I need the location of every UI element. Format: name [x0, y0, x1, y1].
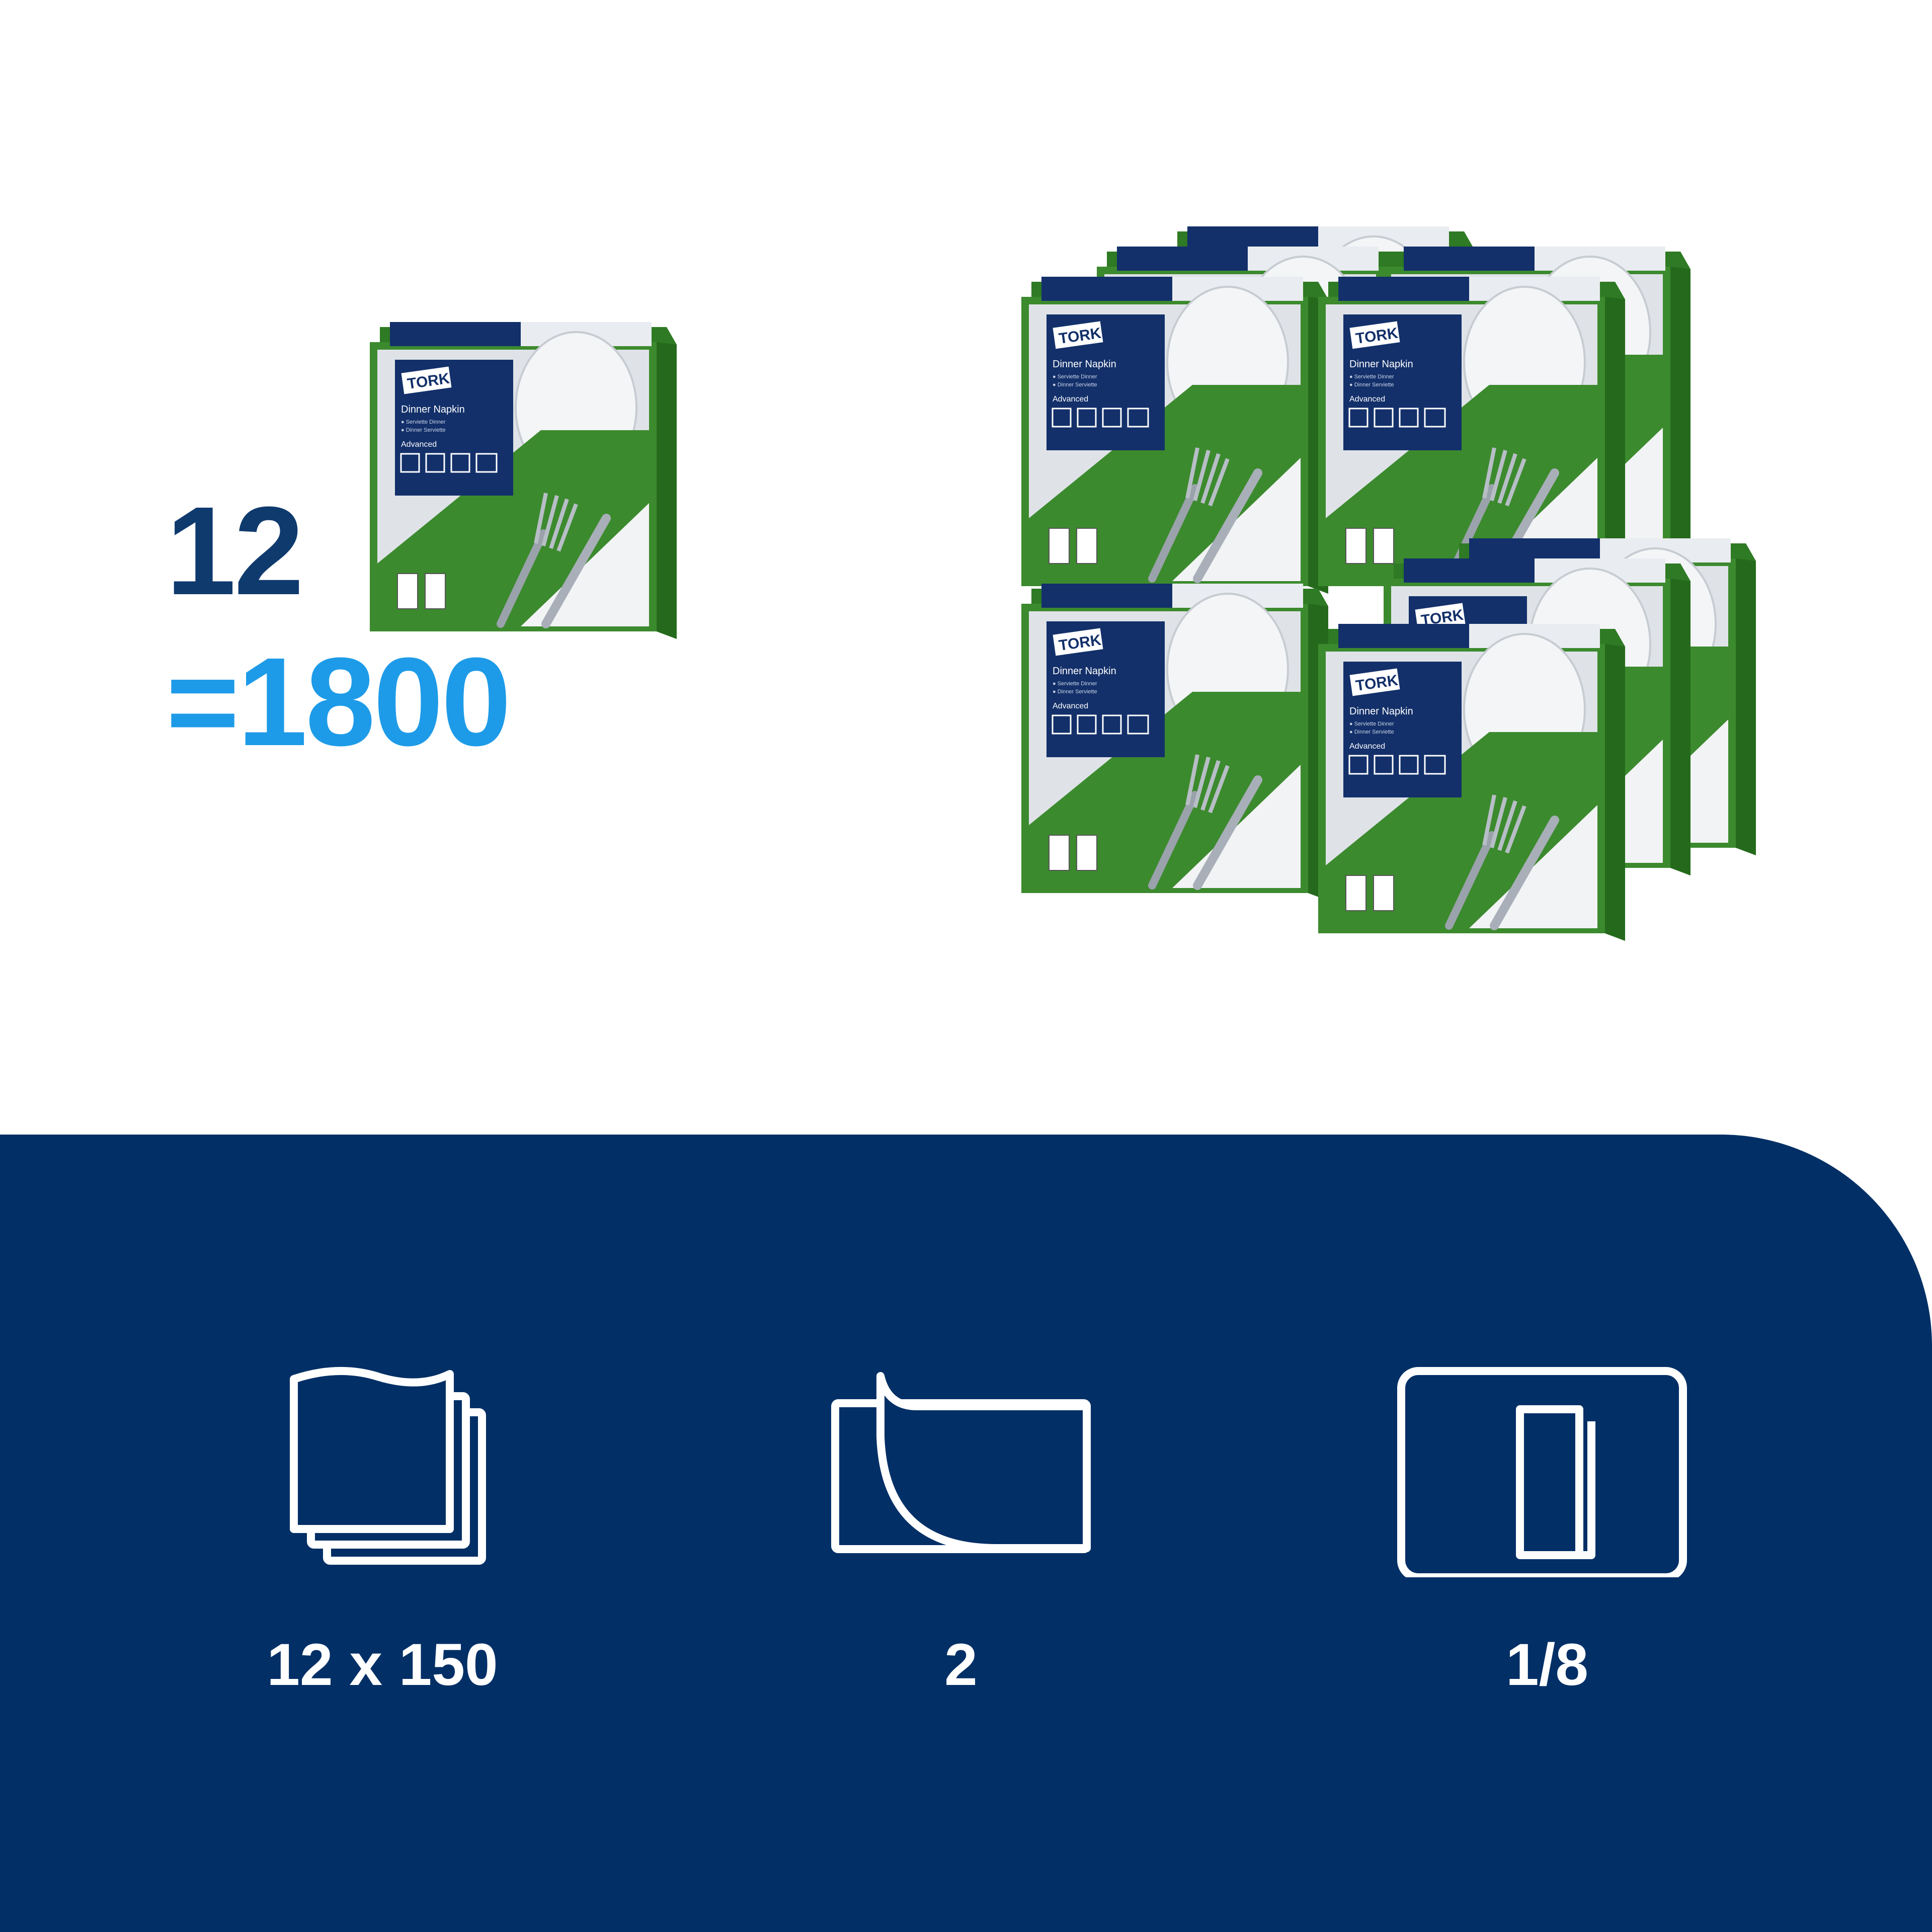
napkin-case: [1021, 226, 1756, 941]
pack-count: 12: [166, 480, 304, 621]
eighth-fold-icon: [1397, 1367, 1687, 1577]
fold-label: 1/8: [1505, 1632, 1589, 1698]
product-info-panel: 12 x 150 2 1/8: [0, 1135, 1932, 1932]
two-ply-icon: [831, 1372, 1091, 1553]
napkin-stack-icon: [290, 1367, 486, 1565]
total-count: =1800: [166, 631, 511, 772]
single-napkin-pack: [370, 322, 677, 639]
napkin-count-label: 12 x 150: [267, 1632, 498, 1698]
ply-label: 2: [944, 1632, 978, 1698]
